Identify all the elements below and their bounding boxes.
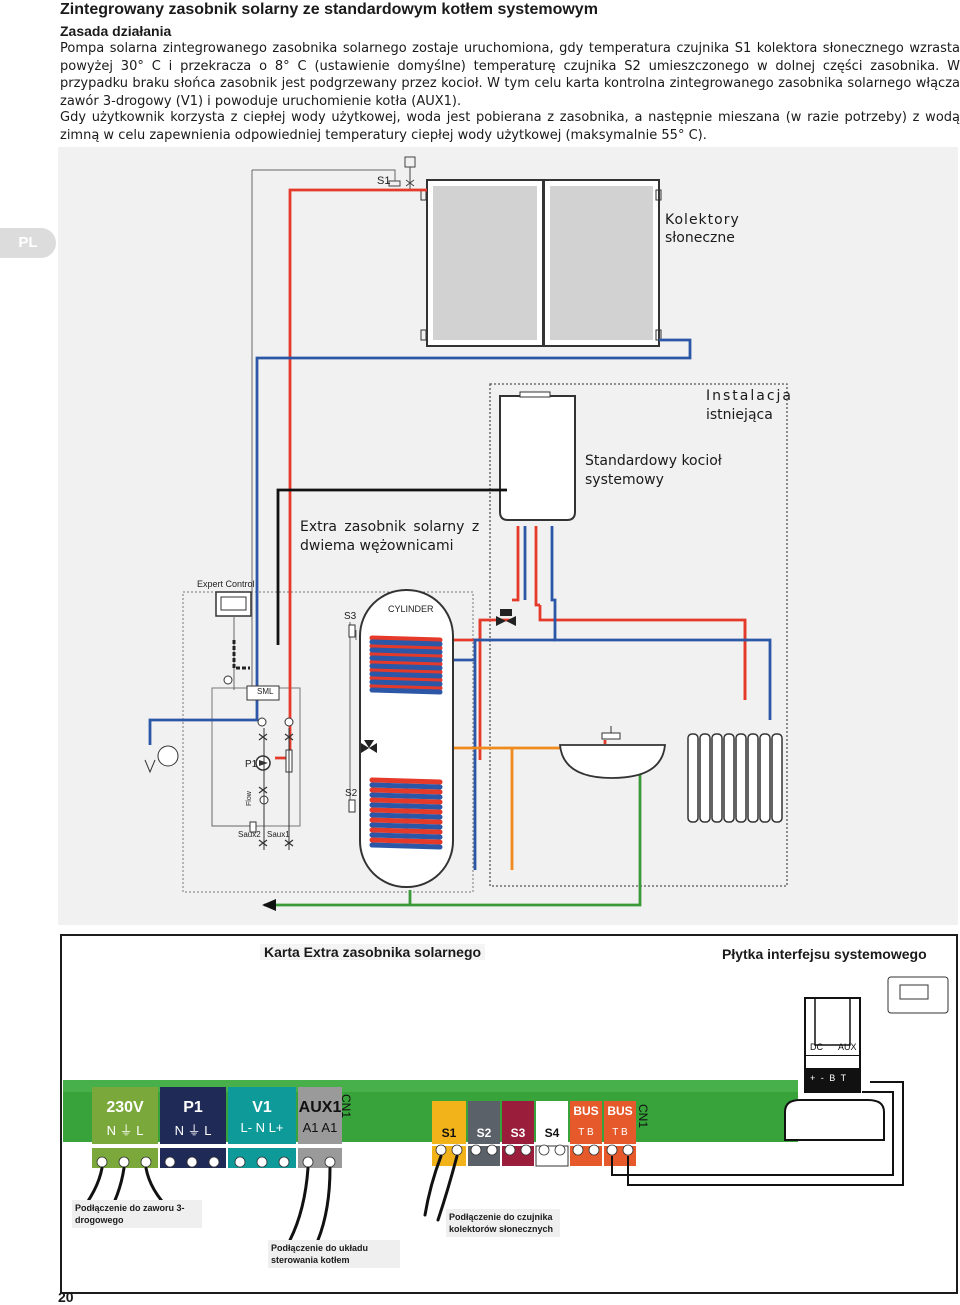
terminal-p1-sub: N ⏚ L: [174, 1123, 212, 1138]
terminal-p1-name: P1: [183, 1099, 203, 1116]
mixing-valve-icon: [361, 740, 377, 753]
terminal-s3: [502, 1101, 534, 1144]
terminal-aux1-labels: AUX1 A1 A1: [298, 1087, 342, 1144]
terminal-p1-labels: P1 N ⏚ L: [160, 1087, 226, 1144]
existing-installation-label-2: istniejąca: [706, 407, 773, 423]
s1-sensor-label: S1: [377, 175, 391, 187]
paragraph-usage: Gdy użytkownik korzysta z ciepłej wody u…: [60, 110, 960, 143]
note-collector-sensor: Podłączenie do czujnika kolektorów słone…: [446, 1209, 560, 1237]
terminal-230v-labels: 230V N ⏚ L: [92, 1087, 158, 1144]
card-title: Karta Extra zasobnika solarnego: [260, 944, 486, 960]
boiler: [499, 391, 576, 521]
terminal-s4: [536, 1101, 568, 1144]
terminal-s1: [432, 1101, 466, 1144]
terminal-aux1: [298, 1087, 342, 1144]
expert-control-box: [182, 591, 474, 893]
saux1-label: Saux1: [267, 830, 290, 839]
terminal-s3-name: S3: [510, 1126, 526, 1140]
terminal-v1-name: V1: [252, 1099, 272, 1116]
s3-label: S3: [344, 611, 357, 622]
terminal-s1-name: S1: [441, 1126, 457, 1140]
terminal-v1: [228, 1087, 296, 1144]
existing-installation-label-1: Instalacja: [706, 388, 793, 404]
interface-title: Płytka interfejsu systemowego: [722, 946, 927, 962]
s3-sensor-icon: [348, 624, 356, 638]
page-title: Zintegrowany zasobnik solarny ze standar…: [60, 1, 598, 18]
radiator-icon: [687, 733, 783, 823]
terminal-bus-2-sub: T B: [612, 1127, 628, 1138]
terminal-s4-name: S4: [544, 1126, 560, 1140]
collectors-label-2: słoneczne: [665, 230, 735, 246]
cylinder-label: CYLINDER: [388, 604, 434, 614]
terminal-bus-1-labels: BUS T B: [570, 1101, 602, 1144]
hydraulic-diagram: [58, 147, 958, 925]
terminal-s2-name: S2: [476, 1126, 492, 1140]
boiler-label-1: Standardowy kocioł: [585, 453, 722, 469]
three-way-valve-icon: [496, 609, 516, 626]
terminal-s2: [468, 1101, 500, 1144]
existing-installation-box: [489, 383, 788, 887]
s2-sensor-icon: [348, 799, 356, 813]
aux-label: AUX: [838, 1042, 857, 1052]
pins-label: + - B T: [810, 1073, 847, 1083]
solar-collectors: [420, 179, 662, 347]
cn1-right-label: CN1: [636, 1104, 650, 1129]
p1-label: P1: [245, 759, 258, 770]
s2-label: S2: [345, 788, 358, 799]
section-subtitle: Zasada działania: [60, 23, 172, 39]
tank-label-1: Extra zasobnik solarny z: [300, 519, 480, 535]
expansion-vessel-icon: [144, 745, 179, 774]
terminal-aux1-name: AUX1: [298, 1099, 342, 1116]
note-boiler-control: Podłączenie do układu sterowania kotłem: [268, 1240, 400, 1268]
paragraph-operation: Pompa solarna zintegrowanego zasobnika s…: [60, 41, 960, 109]
terminal-bus-2: [604, 1101, 636, 1144]
terminal-230v-sub: N ⏚ L: [106, 1123, 144, 1138]
terminal-230v-name: 230V: [106, 1099, 144, 1116]
language-tab: PL: [0, 228, 56, 258]
terminal-bus-1: [570, 1101, 602, 1144]
terminal-230v: [92, 1087, 158, 1144]
page-number: 20: [58, 1289, 74, 1305]
sml-label: SML: [257, 687, 274, 696]
tank-label-2: dwiema wężownicami: [300, 538, 454, 554]
terminal-aux1-sub: A1 A1: [302, 1120, 338, 1135]
expert-control-label: Expert Control: [197, 579, 255, 589]
terminal-bus-2-labels: BUS T B: [604, 1101, 636, 1144]
cn1-left-label: CN1: [339, 1094, 353, 1119]
saux2-label: Saux2: [238, 830, 261, 839]
collectors-label-1: Kolektory: [665, 212, 740, 228]
terminal-bus-2-name: BUS: [607, 1104, 633, 1118]
terminal-v1-sub: L- N L+: [240, 1120, 284, 1135]
sink-icon: [559, 726, 666, 779]
cold-water-arrow: [262, 899, 276, 911]
terminal-bus-1-sub: T B: [578, 1127, 594, 1138]
terminal-p1: [160, 1087, 226, 1144]
terminal-bus-1-name: BUS: [573, 1104, 599, 1118]
note-three-way-valve: Podłączenie do zaworu 3-drogowego: [72, 1200, 202, 1228]
dc-label: DC: [810, 1042, 823, 1052]
boiler-label-2: systemowy: [585, 472, 664, 488]
interface-module: [784, 976, 949, 1141]
terminal-v1-labels: V1 L- N L+: [228, 1087, 296, 1144]
wiring-card: [60, 934, 958, 1294]
